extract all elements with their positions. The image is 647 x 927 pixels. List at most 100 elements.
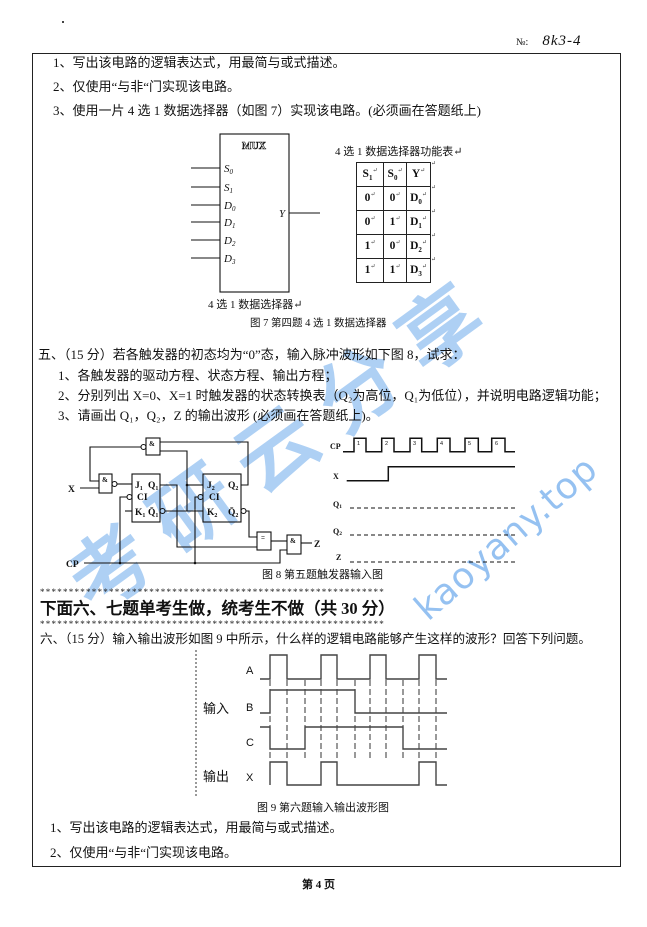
ff1-qbar-letter: Q̄: [148, 506, 155, 518]
wire-qbar2-to-gate: [246, 510, 257, 538]
ff1-j-letter: J: [135, 481, 140, 491]
fig8-caption: 图 8 第五题触发器输入图: [262, 569, 383, 581]
ff1-j-label: J1: [135, 481, 143, 492]
fig9-c-label: C: [246, 737, 254, 749]
mux-input-d1-label: D1: [223, 217, 235, 230]
table-cell: D2↵: [406, 234, 431, 259]
table-row: 1↵ 0↵ D2↵: [356, 234, 431, 259]
wave-x: [346, 465, 515, 482]
junction-dot: [118, 561, 122, 565]
fig7-block-caption: 4 选 1 数据选择器↵: [208, 299, 303, 311]
ff2-qbar-sub: 2: [235, 513, 238, 519]
wave-q2-letter: Q: [333, 527, 339, 536]
wire-q2-feedback: [160, 441, 249, 486]
and-gate-output: [286, 534, 302, 555]
ff1-q-letter: Q: [148, 481, 155, 491]
ff2-q-label: Q2: [228, 481, 238, 492]
table-cell: D3↵: [406, 258, 431, 283]
ff2-j-sub: 2: [212, 486, 215, 492]
mux-input-d0-letter: D: [223, 200, 232, 212]
q5-item-2: 2、分别列出 X=0、X=1 时触发器的状态转换表（Q₂为高位，Q₁为低位），并…: [58, 388, 607, 403]
ff2-qbar-label: Q̄2: [228, 506, 238, 519]
wire-cp-bus: [84, 549, 287, 564]
table-row: 0↵ 1↵ D1↵: [356, 210, 431, 235]
table-row: 0↵ 0↵ D0↵: [356, 186, 431, 211]
ff2-ci-label: CI: [209, 493, 220, 503]
mux-label: MUX: [242, 141, 267, 152]
q4-item-3: 3、使用一片 4 选 1 数据选择器（如图 7）实现该电路。(必须画在答题纸上): [53, 103, 481, 118]
gate-input-symbol: &: [102, 476, 108, 484]
q5-item-1: 1、各触发器的驱动方程、状态方程、输出方程；: [58, 368, 338, 383]
nand-gate-input-bubble: [111, 480, 118, 488]
ff2-clock-bubble: [197, 493, 204, 501]
circuit-cp-label: CP: [66, 560, 79, 570]
ff1-ci-label: CI: [137, 493, 148, 503]
row-end-mark: ↵: [431, 209, 437, 215]
paper-number-value: 8k3-4: [542, 33, 582, 49]
table-cell: 0↵: [356, 210, 384, 235]
fig9-wave-a: [260, 654, 447, 680]
answer-frame: [32, 53, 621, 867]
cp-pulse-number: 5: [468, 441, 471, 447]
fig9-input-group-label: 输入: [203, 701, 229, 716]
mux-input-d1-letter: D: [223, 217, 232, 229]
mux-output-label: Y: [279, 208, 287, 220]
fig9-output-group-label: 输出: [203, 769, 229, 784]
fig9-wave-x: [269, 761, 447, 786]
table-cell: 1↵: [356, 258, 384, 283]
ff2-qbar-bubble: [240, 507, 247, 515]
section-heading: 下面六、七题单考生做，统考生不做（共 30 分）: [40, 599, 395, 618]
circuit-z-label: Z: [314, 540, 320, 550]
table-cell: D1↵: [406, 210, 431, 235]
mux-input-d0-sub: 0: [232, 205, 236, 213]
table-header-row: S1↵ S0↵ Y↵: [356, 162, 431, 187]
ff1-q-label: Q1: [148, 481, 158, 492]
mux-input-d3-label: D3: [223, 253, 236, 266]
mux-input-s1-letter: S: [224, 182, 230, 194]
wave-q2-label: Q2: [333, 527, 342, 537]
ff1-k-sub: 1: [142, 513, 145, 519]
ff2-k-sub: 2: [214, 513, 217, 519]
separator-bottom: ****************************************…: [40, 619, 385, 629]
fig9-wave-c: [260, 726, 447, 750]
row-end-mark: ↵: [431, 233, 437, 239]
ff1-qbar-sub: 1: [155, 513, 158, 519]
mux-input-d0-label: D0: [223, 200, 236, 213]
wire-qbar1-feedback: [160, 450, 188, 511]
q6-item-1: 1、写出该电路的逻辑表达式，用最简与或式描述。: [50, 820, 343, 835]
ff1-qbar-bubble: [159, 507, 166, 515]
ff1-q-sub: 1: [155, 486, 158, 492]
ff2-j-letter: J: [207, 481, 212, 491]
q6-item-2: 2、仅使用“与非“门实现该电路。: [50, 845, 238, 860]
ff2-j-label: J2: [207, 481, 215, 492]
wave-x-label: X: [333, 472, 339, 481]
ff1-clock-bubble: [126, 493, 133, 501]
ff1-qbar-label: Q̄1: [148, 506, 158, 519]
q4-item-2: 2、仅使用“与非“门实现该电路。: [53, 79, 241, 94]
paper-number: №: 8k3-4: [516, 32, 581, 50]
wave-q1-label: Q1: [333, 500, 342, 510]
cp-pulse-number: 6: [495, 441, 498, 447]
table-cell: D0↵: [406, 186, 431, 211]
page-number: 第 4 页: [302, 879, 335, 891]
mux-input-s1-sub: 1: [230, 187, 234, 195]
q6-title: 六、（15 分）输入输出波形如图 9 中所示，什么样的逻辑电路能够产生这样的波形…: [40, 632, 591, 646]
table-cell: 0↵: [356, 186, 384, 211]
fig7-table-title: 4 选 1 数据选择器功能表↵: [335, 146, 463, 158]
wave-q1-letter: Q: [333, 500, 339, 509]
mux-input-s1-label: S1: [224, 182, 233, 195]
q5-item-3: 3、请画出 Q₁，Q₂，Z 的输出波形 (必须画在答题纸上)。: [58, 408, 379, 423]
ff1-j-sub: 1: [140, 486, 143, 492]
wave-q2-sub: 2: [339, 531, 342, 537]
ff1-k-label: K1: [135, 508, 145, 519]
ff2-q-letter: Q: [228, 481, 235, 491]
wire-top-gate-to-input-gate: [89, 446, 141, 482]
fig9-x-label: X: [246, 772, 254, 784]
table-cell: 0↵: [383, 186, 407, 211]
junction-dot: [185, 483, 189, 487]
cp-pulse-number: 4: [440, 441, 443, 447]
fig9-caption: 图 9 第六题输入输出波形图: [257, 802, 389, 814]
ff1-k-letter: K: [135, 508, 143, 518]
paper-number-label: №:: [516, 37, 529, 48]
